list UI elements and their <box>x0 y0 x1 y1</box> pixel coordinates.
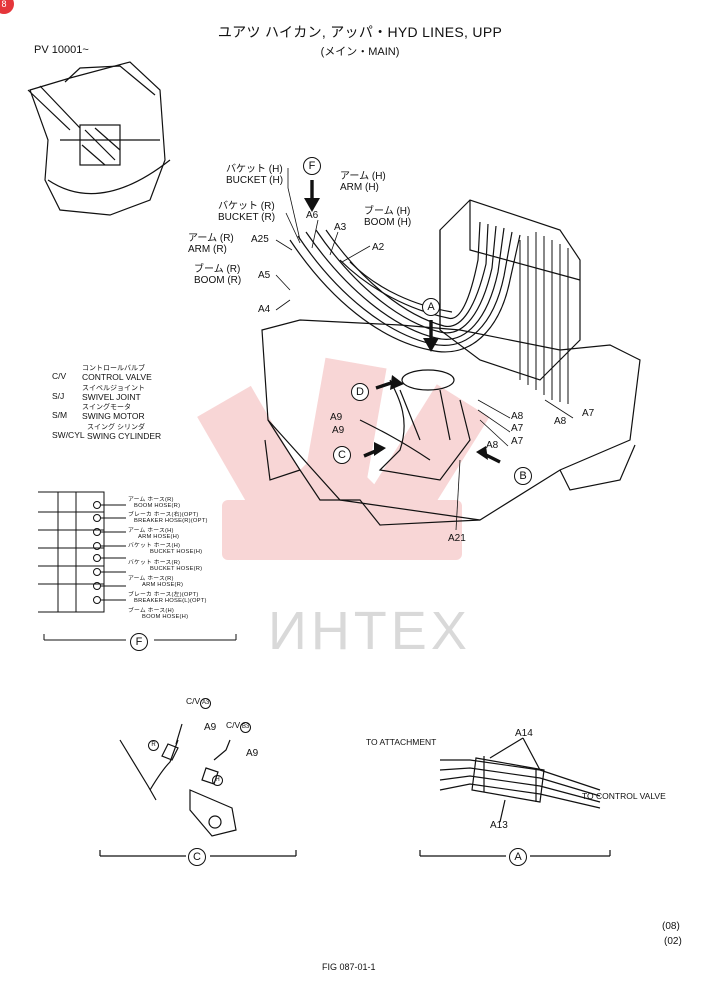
ref-a2: A2 <box>372 242 385 253</box>
view-f-row: ブレーカ ホース(左)(OPT)BREAKER HOSE(L)(OPT) <box>128 592 207 605</box>
view-f-row: アーム ホース(H)ARM HOSE(H) <box>128 528 180 541</box>
view-marker-b: B <box>514 467 532 485</box>
legend-jp: スイングモータ <box>82 404 131 411</box>
ref-a8-2: A8 <box>554 416 567 427</box>
ref-a4: A4 <box>258 304 271 315</box>
page-code-a: (08) <box>662 921 680 932</box>
legend-jp: コントロールバルブ <box>82 365 145 372</box>
label-to-attachment: TO ATTACHMENT <box>366 737 437 747</box>
view-marker-a: A <box>422 298 440 316</box>
view-f-marker: F <box>130 633 148 651</box>
label-boom-h: ブーム (H)BOOM (H) <box>364 206 412 228</box>
ref-a9-lower: A9 <box>332 425 345 436</box>
view-c-ref-a9-2: A9 <box>246 748 259 759</box>
legend-abbr: S/M <box>52 410 68 420</box>
legend-abbr: SW/CYL <box>52 430 85 440</box>
legend-en: SWIVEL JOINT <box>82 392 141 402</box>
ref-a13: A13 <box>490 820 508 831</box>
view-f-row: アーム ホース(R)ARM HOSE(R) <box>128 576 184 589</box>
view-c-marker: C <box>188 848 206 866</box>
legend-en: SWING MOTOR <box>82 411 145 421</box>
ref-a9-upper: A9 <box>330 412 343 423</box>
view-marker-f: F <box>303 157 321 175</box>
view-c-r-tag: R <box>148 740 159 751</box>
serial-range: PV 10001~ <box>34 44 89 56</box>
page-subtitle: (メイン・MAIN) <box>320 46 400 58</box>
label-bucket-r: バケット (R)BUCKET (R) <box>218 201 276 223</box>
label-arm-r: アーム (R)ARM (R) <box>188 233 234 255</box>
label-bucket-h: バケット (H)BUCKET (H) <box>226 164 284 186</box>
view-f-row: バケット ホース(R)BUCKET HOSE(R) <box>128 560 203 573</box>
legend-en: CONTROL VALVE <box>82 372 152 382</box>
legend-en: SWING CYLINDER <box>87 431 162 441</box>
page-badge: 8 <box>0 0 14 14</box>
label-to-control-valve: TO CONTROL VALVE <box>582 791 666 801</box>
ref-a25: A25 <box>251 234 269 245</box>
ref-a6: A6 <box>306 210 319 221</box>
cv-b3-code: B3 <box>240 722 252 733</box>
view-f-row: ブレーカ ホース(右)(OPT)BREAKER HOSE(R)(OPT) <box>128 512 208 525</box>
view-c-ref-a9-1: A9 <box>204 722 217 733</box>
figure-number: FIG 087-01-1 <box>322 962 376 972</box>
legend-abbr: C/V <box>52 371 67 381</box>
view-marker-d: D <box>351 383 369 401</box>
view-f-row: アーム ホース(R)BOOM HOSE(R) <box>128 497 181 510</box>
ref-a7-2: A7 <box>582 408 595 419</box>
view-a-drawing <box>419 737 611 857</box>
view-f-row: ブーム ホース(H)BOOM HOSE(H) <box>128 608 189 621</box>
label-boom-r: ブーム (R)BOOM (R) <box>194 264 242 286</box>
legend-jp: スイング シリンダ <box>87 424 145 431</box>
view-marker-c: C <box>333 446 351 464</box>
page-code-b: (02) <box>664 936 682 947</box>
label-arm-h: アーム (H)ARM (H) <box>340 171 386 193</box>
ref-a8-3: A8 <box>486 440 499 451</box>
watermark-text: ИНТЕХ <box>268 601 471 661</box>
cv-a3-code: A3 <box>200 698 212 709</box>
legend-abbr: S/J <box>52 391 65 401</box>
ref-a21: A21 <box>448 533 466 544</box>
page-title: ユアツ ハイカン, アッパ・HYD LINES, UPP <box>217 24 503 40</box>
ref-a7-1: A7 <box>511 423 524 434</box>
ref-a7-3: A7 <box>511 436 524 447</box>
view-c-h-tag: H <box>212 775 223 786</box>
ref-a3: A3 <box>334 222 347 233</box>
ref-a8-1: A8 <box>511 411 524 422</box>
legend-jp: スイベルジョイント <box>82 385 145 392</box>
view-f-row: バケット ホース(H)BUCKET HOSE(H) <box>128 543 203 556</box>
machine-thumbnail <box>27 61 171 216</box>
ref-a5: A5 <box>258 270 271 281</box>
view-a-marker: A <box>509 848 527 866</box>
ref-a14: A14 <box>515 728 533 739</box>
